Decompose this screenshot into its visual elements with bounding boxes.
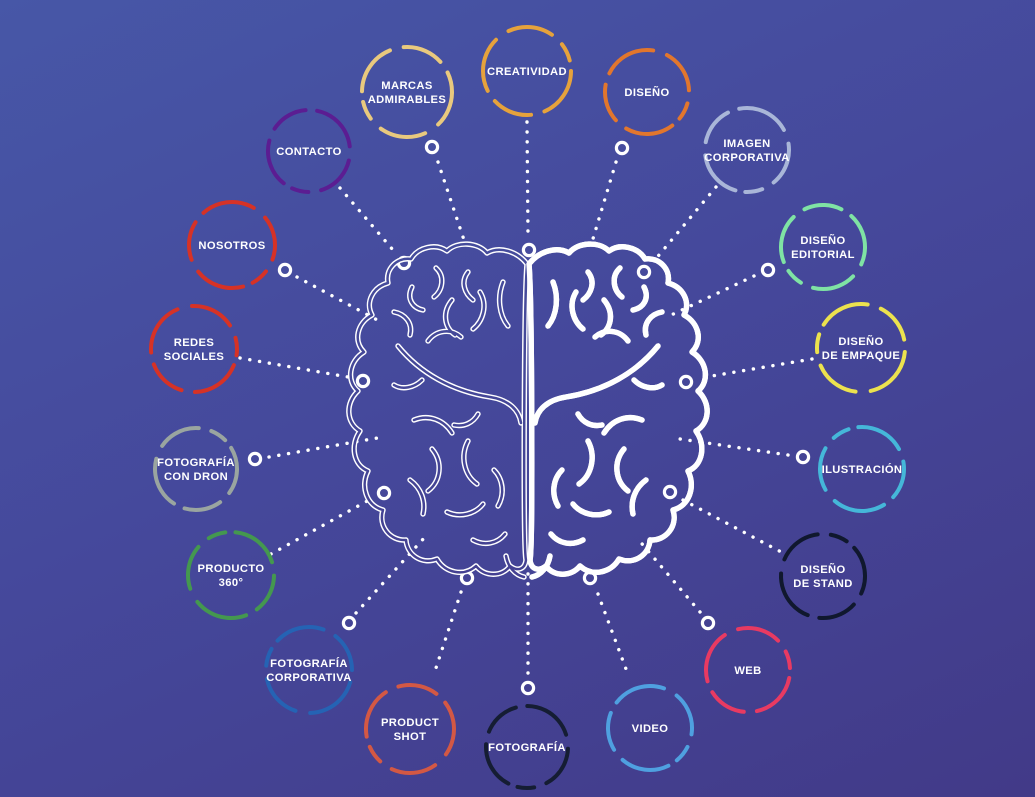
node-circle-diseno-de-empaque <box>815 302 907 394</box>
node-circle-producto-360 <box>186 530 276 620</box>
node-label-contacto: CONTACTO <box>276 146 342 158</box>
connector-fotografia <box>520 564 536 696</box>
node-circle-contacto <box>265 108 352 194</box>
node-label-ilustracion: ILUSTRACIÓN <box>822 463 903 476</box>
connector-diseno-editorial <box>665 262 776 319</box>
node-diseno[interactable]: DISEÑO <box>588 33 706 151</box>
node-creatividad[interactable]: CREATIVIDAD <box>481 25 573 117</box>
node-circle-video <box>606 684 694 772</box>
connector-layer <box>238 120 814 696</box>
connector-ring-producto-360 <box>376 485 392 501</box>
connector-ring-marcas-admirables <box>424 139 440 155</box>
node-label-creatividad: CREATIVIDAD <box>487 66 567 78</box>
node-circle-fotografia-con-dron <box>153 426 239 512</box>
connector-ring-web <box>700 615 716 631</box>
connector-diseno-de-empaque <box>678 357 814 390</box>
connector-video <box>582 570 631 679</box>
node-circle-fotografia <box>483 704 570 790</box>
connector-redes-sociales <box>238 356 371 389</box>
node-circle-marcas-admirables <box>360 44 454 139</box>
node-circle-fotografia-corporativa <box>264 624 354 715</box>
connector-producto-360 <box>269 485 392 556</box>
connector-ring-fotografia <box>520 680 536 696</box>
node-contacto[interactable]: CONTACTO <box>251 93 366 208</box>
connector-fotografia-corporativa <box>341 535 427 631</box>
connector-ring-fotografia-corporativa <box>341 615 357 631</box>
node-circle-redes-sociales <box>149 304 239 394</box>
connector-product-shot <box>432 570 475 676</box>
node-label-fotografia: FOTOGRAFÍA <box>488 741 566 754</box>
connector-ring-diseno <box>614 140 630 156</box>
connector-nosotros <box>277 262 385 325</box>
node-circle-diseno <box>603 48 691 136</box>
connector-marcas-admirables <box>424 139 468 248</box>
node-circle-creatividad <box>481 25 573 117</box>
connector-fotografia-con-dron <box>247 435 385 467</box>
connector-ring-creatividad <box>521 242 537 258</box>
connector-ring-imagen-corporativa <box>636 264 652 280</box>
node-circle-product-shot <box>364 683 456 775</box>
node-ilustracion[interactable]: ILUSTRACIÓN <box>816 423 907 514</box>
connector-ring-redes-sociales <box>355 373 371 389</box>
connector-creatividad <box>521 120 537 258</box>
node-label-nosotros: NOSOTROS <box>198 240 265 252</box>
node-circle-web <box>704 626 792 714</box>
connector-ring-fotografia-con-dron <box>247 451 263 467</box>
connector-imagen-corporativa <box>636 185 718 280</box>
connector-contacto <box>338 186 412 271</box>
node-web[interactable]: WEB <box>699 621 797 719</box>
node-circle-ilustracion <box>818 424 906 513</box>
connector-ring-diseno-de-empaque <box>678 374 694 390</box>
brain-icon <box>346 244 707 580</box>
connector-diseno <box>590 140 630 244</box>
connector-ring-nosotros <box>277 262 293 278</box>
node-circle-nosotros <box>187 200 277 290</box>
connector-diseno-de-stand <box>662 484 787 556</box>
connector-ilustracion <box>678 437 811 465</box>
node-label-diseno: DISEÑO <box>624 86 669 99</box>
connector-ring-diseno-de-stand <box>662 484 678 500</box>
node-label-web: WEB <box>734 665 761 677</box>
node-circle-diseno-de-stand <box>779 532 867 620</box>
node-label-video: VIDEO <box>632 723 669 735</box>
node-fotografia[interactable]: FOTOGRAFÍA <box>472 692 582 797</box>
connector-ring-ilustracion <box>795 449 811 465</box>
node-circle-diseno-editorial <box>779 203 867 291</box>
connector-ring-diseno-editorial <box>760 262 776 278</box>
node-nosotros[interactable]: NOSOTROS <box>179 192 284 297</box>
node-video[interactable]: VIDEO <box>594 672 706 784</box>
node-circle-imagen-corporativa <box>703 106 791 194</box>
